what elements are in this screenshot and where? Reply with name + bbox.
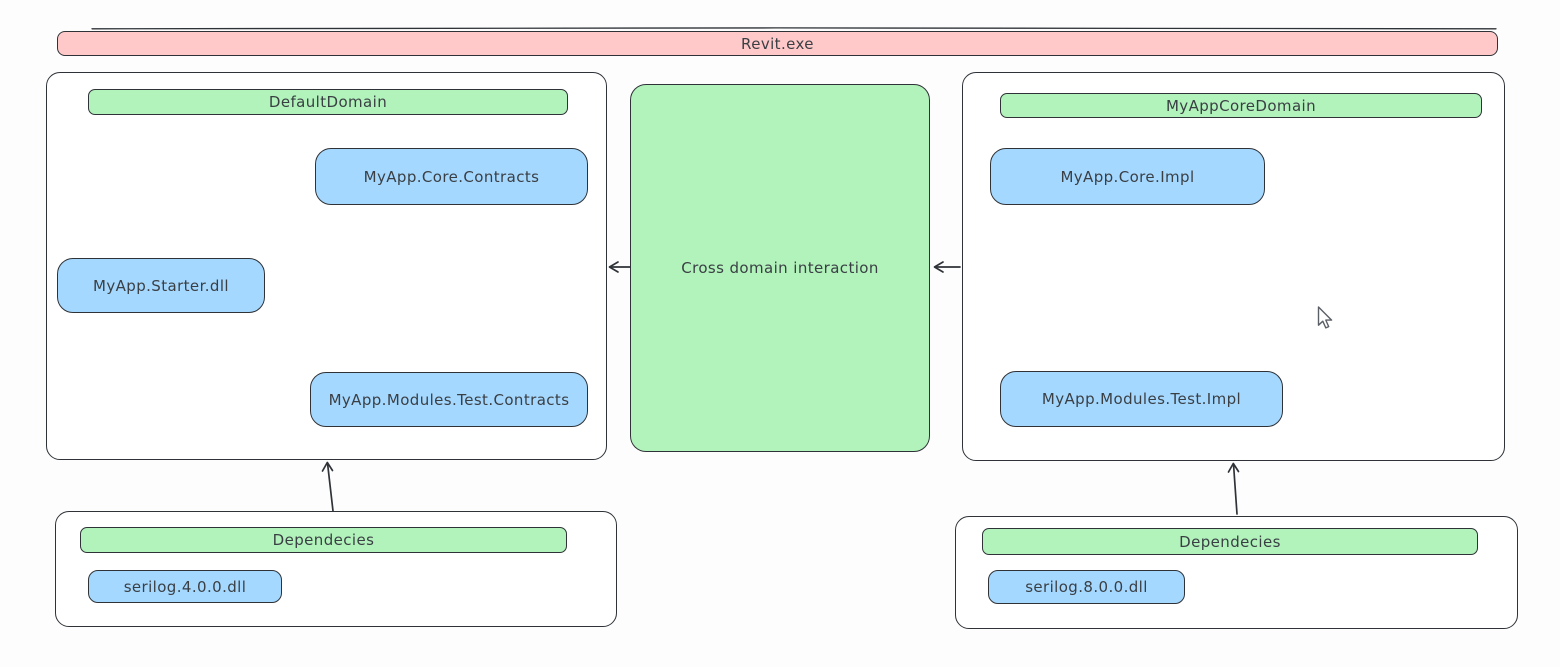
module-box-modules-test-impl[interactable]: MyApp.Modules.Test.Impl <box>1000 371 1283 427</box>
revit-exe-bar[interactable]: Revit.exe <box>57 31 1498 56</box>
module-box-modules-test-contracts[interactable]: MyApp.Modules.Test.Contracts <box>310 372 588 427</box>
arrow-deps-right-to-core-domain[interactable] <box>1227 462 1240 515</box>
module-label: MyApp.Starter.dll <box>93 276 229 295</box>
core-domain-label: MyAppCoreDomain <box>1165 96 1317 115</box>
module-label: MyApp.Core.Impl <box>1060 167 1195 186</box>
module-label: MyApp.Modules.Test.Impl <box>1041 390 1242 408</box>
module-box-core-impl[interactable]: MyApp.Core.Impl <box>990 148 1265 205</box>
cross-domain-interaction-label: Cross domain interaction <box>681 259 879 277</box>
arrow-deps-left-to-default-domain[interactable] <box>321 461 334 512</box>
module-label: MyApp.Core.Contracts <box>363 167 540 186</box>
cross-domain-interaction-box[interactable]: Cross domain interaction <box>630 84 930 452</box>
arrow-core-domain-to-interaction[interactable] <box>933 261 961 273</box>
dependency-label: serilog.4.0.0.dll <box>123 577 247 596</box>
dependencies-right-label: Dependecies <box>1179 532 1281 551</box>
dependency-label: serilog.8.0.0.dll <box>1025 578 1148 596</box>
dependency-box-serilog8[interactable]: serilog.8.0.0.dll <box>988 570 1185 604</box>
dependencies-left-title-bar[interactable]: Dependecies <box>80 527 567 553</box>
dependencies-left-label: Dependecies <box>272 531 375 549</box>
arrow-interaction-to-default-domain[interactable] <box>608 261 631 273</box>
module-box-starter-dll[interactable]: MyApp.Starter.dll <box>57 258 265 313</box>
default-domain-label: DefaultDomain <box>268 93 388 111</box>
core-domain-title-bar[interactable]: MyAppCoreDomain <box>1000 93 1482 118</box>
module-label: MyApp.Modules.Test.Contracts <box>328 390 570 409</box>
revit-exe-label: Revit.exe <box>741 34 814 53</box>
rough-stroke-top <box>91 27 1497 30</box>
dependency-box-serilog4[interactable]: serilog.4.0.0.dll <box>88 570 282 603</box>
dependencies-right-title-bar[interactable]: Dependecies <box>982 528 1478 555</box>
default-domain-title-bar[interactable]: DefaultDomain <box>88 89 568 115</box>
module-box-core-contracts[interactable]: MyApp.Core.Contracts <box>315 148 588 205</box>
